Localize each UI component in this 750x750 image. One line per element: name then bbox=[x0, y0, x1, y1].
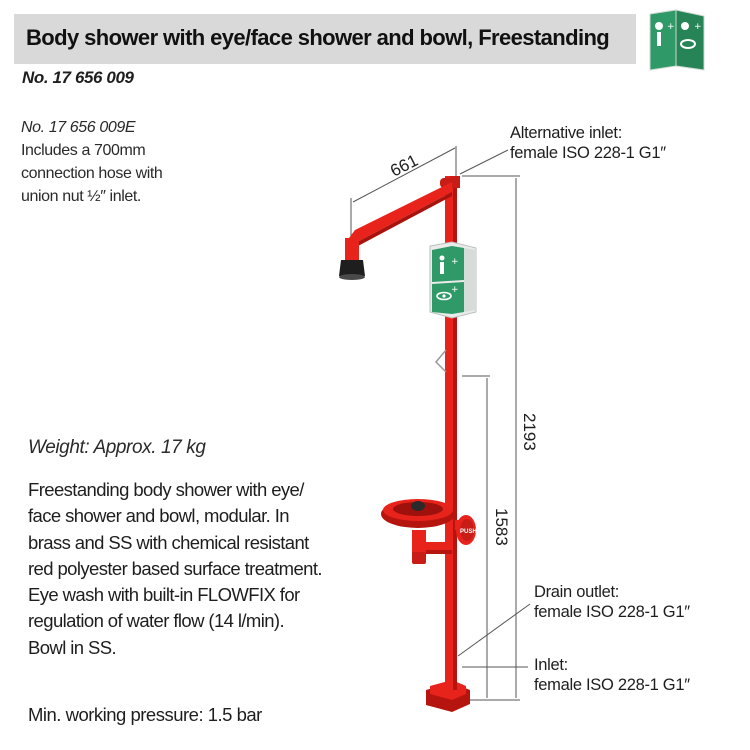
svg-text:+: + bbox=[667, 22, 675, 32]
description-line: red polyester based surface treatment. bbox=[28, 557, 323, 579]
shower-eyewash-sign-icon: + + bbox=[429, 241, 477, 319]
inlet-label: Inlet: female ISO 228-1 G1″ bbox=[534, 655, 690, 695]
safety-sign-icon: + + bbox=[649, 9, 705, 71]
variant-line: union nut ½″ inlet. bbox=[21, 188, 141, 205]
description-line: regulation of water flow (14 l/min). bbox=[28, 610, 285, 632]
description-line: Freestanding body shower with eye/ bbox=[28, 479, 304, 500]
drain-outlet-label: Drain outlet: female ISO 228-1 G1″ bbox=[534, 582, 690, 622]
alt-inlet-spec: female ISO 228-1 G1″ bbox=[510, 144, 666, 162]
variant-number: No. 17 656 009E bbox=[21, 119, 136, 136]
product-number: No. 17 656 009 bbox=[22, 68, 134, 87]
variant-line: Includes a 700mm bbox=[21, 142, 146, 159]
description-line: face shower and bowl, modular. In bbox=[28, 505, 290, 527]
svg-text:+: + bbox=[451, 285, 459, 295]
svg-text:+: + bbox=[451, 257, 459, 267]
variant-info: No. 17 656 009E Includes a 700mm connect… bbox=[21, 116, 221, 208]
description-line: Eye wash with built-in FLOWFIX for bbox=[28, 584, 300, 606]
dimension-bowl-height: 1583 bbox=[492, 508, 511, 546]
title-bar: Body shower with eye/face shower and bow… bbox=[14, 14, 636, 64]
weight-text: Weight: Approx. 17 kg bbox=[28, 437, 206, 458]
alt-inlet-title: Alternative inlet: bbox=[510, 124, 622, 142]
dimension-arm: 661 bbox=[387, 151, 421, 181]
dimension-total-height: 2193 bbox=[520, 413, 539, 451]
min-pressure-text: Min. working pressure: 1.5 bar bbox=[28, 704, 262, 725]
description: Freestanding body shower with eye/ face … bbox=[28, 477, 378, 661]
description-line: Bowl in SS. bbox=[28, 636, 117, 658]
svg-text:+: + bbox=[694, 22, 702, 32]
page-title: Body shower with eye/face shower and bow… bbox=[26, 25, 610, 50]
alt-inlet-label: Alternative inlet: female ISO 228-1 G1″ bbox=[510, 123, 666, 163]
inlet-title: Inlet: bbox=[534, 656, 568, 674]
dimension-lines bbox=[350, 146, 531, 701]
drain-outlet-spec: female ISO 228-1 G1″ bbox=[534, 603, 690, 621]
description-line: brass and SS with chemical resistant bbox=[28, 531, 309, 553]
variant-line: connection hose with bbox=[21, 165, 163, 182]
drain-outlet-title: Drain outlet: bbox=[534, 583, 620, 601]
inlet-spec: female ISO 228-1 G1″ bbox=[534, 676, 690, 694]
push-label: PUSH bbox=[460, 529, 477, 535]
